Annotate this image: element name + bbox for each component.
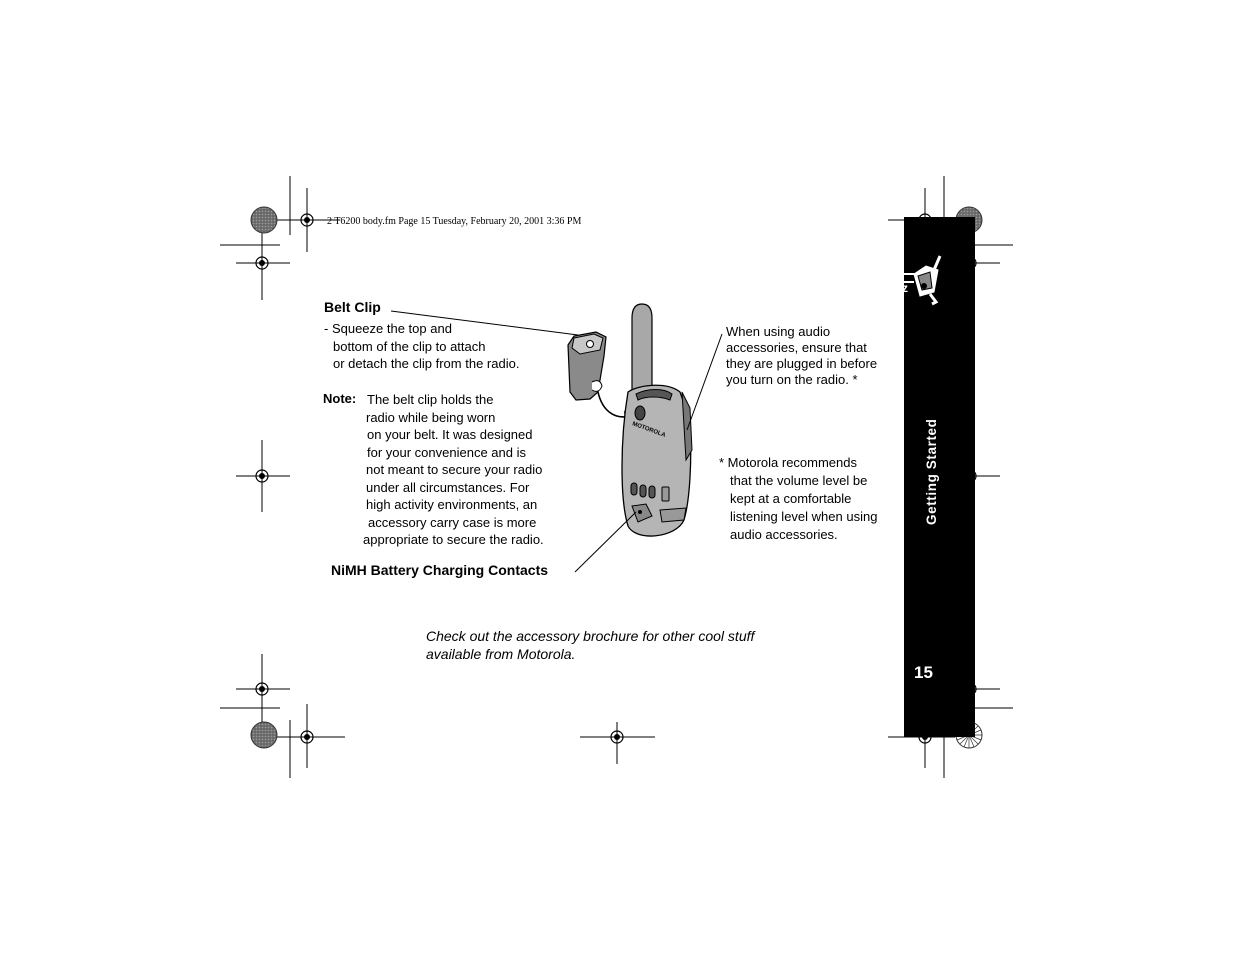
file-info-header: 2 T6200 body.fm Page 15 Tuesday, Februar… — [327, 216, 582, 227]
note-line: not meant to secure your radio — [366, 462, 543, 477]
note-label: Note: — [323, 391, 357, 406]
audio-note-line: accessories, ensure that — [726, 340, 867, 355]
footnote-line: kept at a comfortable — [730, 491, 852, 506]
belt-clip-desc-line: - Squeeze the top and — [324, 321, 452, 336]
promo-line: Check out the accessory brochure for oth… — [426, 628, 755, 644]
volume-footnote: * Motorola recommends that the volume le… — [719, 454, 877, 544]
note-line: radio while being worn — [366, 409, 496, 425]
footnote-line: that the volume level be — [730, 473, 868, 488]
note-line: accessory carry case is more — [368, 514, 537, 530]
note-line: under all circumstances. For — [366, 479, 530, 495]
audio-note-line: they are plugged in before — [726, 356, 878, 371]
note-line: on your belt. It was designed — [367, 427, 533, 442]
svg-text:z: z — [904, 281, 908, 295]
belt-clip-desc-line: bottom of the clip to attach — [333, 338, 486, 354]
leader-lines — [390, 310, 723, 573]
registration-marks — [236, 188, 1000, 768]
note-body: The belt clip holds the radio while bein… — [363, 391, 544, 549]
radio-illustration: MOTOROLA — [621, 303, 693, 537]
page-number: 15 — [914, 663, 933, 682]
note-line: high activity environments, an — [366, 497, 538, 512]
footnote-line: listening level when using — [730, 509, 878, 524]
belt-clip-description: - Squeeze the top and bottom of the clip… — [324, 320, 519, 373]
running-figure-icon: z — [904, 255, 942, 306]
belt-clip-desc-line: or detach the clip from the radio. — [333, 356, 520, 371]
note-line: appropriate to secure the radio. — [363, 532, 544, 547]
nimh-contacts-label: NiMH Battery Charging Contacts — [331, 562, 549, 578]
audio-note-line: you turn on the radio. * — [726, 372, 858, 387]
footnote-line: * Motorola recommends — [719, 455, 857, 470]
note-line: The belt clip holds the — [367, 392, 494, 407]
audio-note-line: When using audio — [726, 324, 831, 339]
crop-marks — [220, 176, 1013, 778]
footnote-line: audio accessories. — [730, 527, 838, 542]
section-title: Getting Started — [924, 418, 939, 525]
belt-clip-title: Belt Clip — [324, 299, 381, 315]
audio-accessory-note: When using audio accessories, ensure tha… — [726, 324, 877, 388]
belt-clip-illustration — [567, 331, 633, 421]
accessory-promo: Check out the accessory brochure for oth… — [426, 627, 754, 663]
promo-line: available from Motorola. — [426, 646, 576, 662]
section-side-tab: z — [904, 217, 975, 737]
note-line: for your convenience and is — [367, 444, 526, 460]
